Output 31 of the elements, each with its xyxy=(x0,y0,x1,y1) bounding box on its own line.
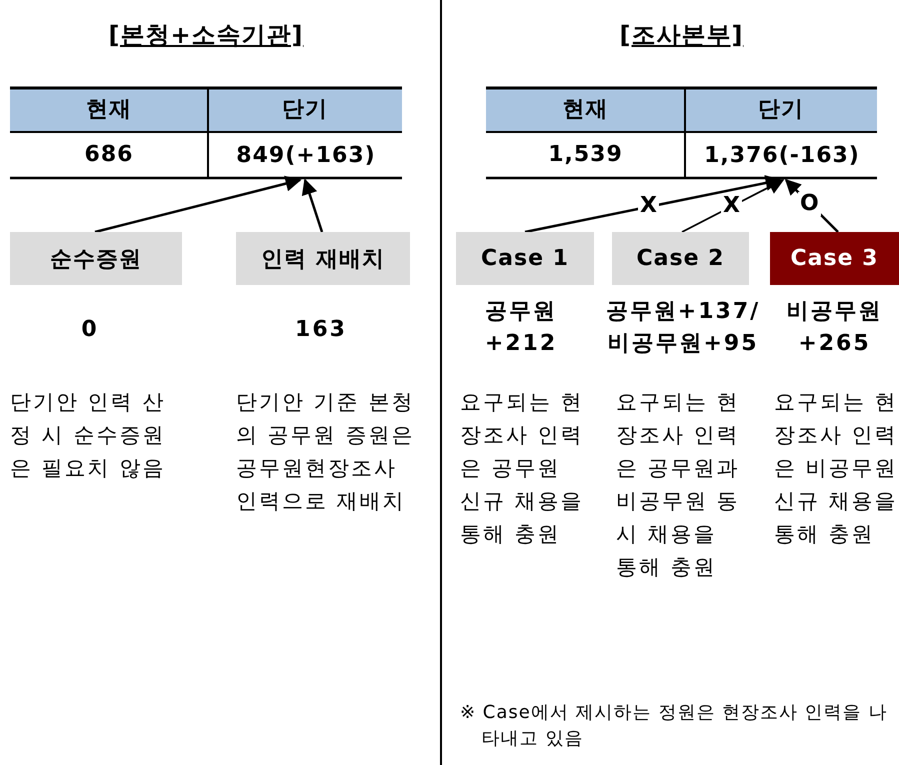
count-value: 공무원 +212 xyxy=(484,298,558,358)
count-value: 163 xyxy=(294,316,348,344)
count-value: 0 xyxy=(80,316,100,344)
arrow xyxy=(682,179,784,233)
case-box: Case 2 xyxy=(612,232,749,285)
table-cell: 1,376(-163) xyxy=(687,134,877,177)
description-text: 단기안 인력 산정 시 순수증원은 필요치 않음 xyxy=(10,389,166,482)
option-box: 인력 재배치 xyxy=(236,232,410,285)
table-text: 현재 xyxy=(562,96,610,124)
description-text: 요구되는 현장조사 인력은 공무원 신규 채용을 통해 충원 xyxy=(460,389,585,548)
table-cell: 849(+163) xyxy=(210,134,402,177)
arrow xyxy=(94,176,302,234)
option-box: 순수증원 xyxy=(10,232,182,285)
description-text: 요구되는 현장조사 인력은 비공무원 신규 채용을 통해 충원 xyxy=(774,389,899,548)
section-heading: [본청+소속기관] xyxy=(107,20,305,51)
table-text: 686 xyxy=(84,141,134,169)
footnote: ※ Case에서 제시하는 정원은 현장조사 인력을 나타내고 있음 xyxy=(460,701,888,751)
table-text: 현재 xyxy=(85,96,133,124)
description-text: 요구되는 현장조사 인력은 공무원과 비공무원 동시 채용을 통해 충원 xyxy=(616,389,741,581)
arrow xyxy=(524,175,782,234)
count-value: 공무원+137/ 비공무원+95 xyxy=(604,298,762,358)
case-box: Case 3 xyxy=(770,232,899,285)
section-heading: [조사본부] xyxy=(618,20,744,51)
count-value: 비공무원 +265 xyxy=(786,298,884,358)
description-text: 단기안 기준 본청의 공무원 증원은 공무원현장조사 인력으로 재배치 xyxy=(236,389,416,515)
table-text: 단기 xyxy=(281,96,329,124)
edge-label: O xyxy=(798,192,821,216)
case-box: Case 1 xyxy=(456,232,594,285)
arrow xyxy=(302,178,324,232)
table-text: 단기 xyxy=(757,96,805,124)
table-text: 1,539 xyxy=(547,141,624,169)
